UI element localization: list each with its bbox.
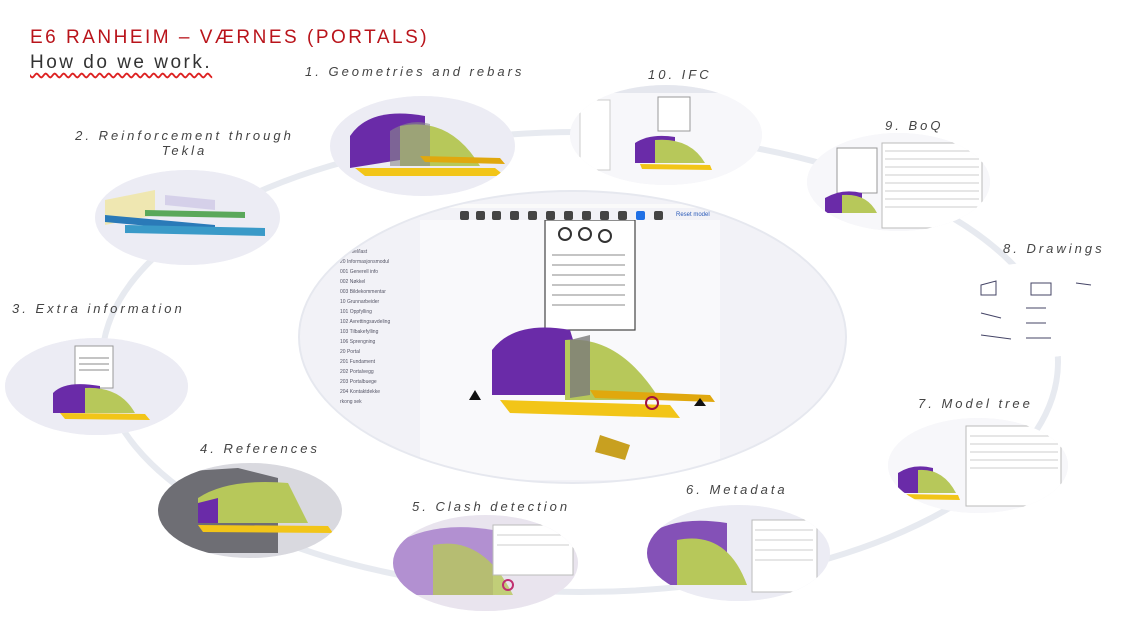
clash-detection-thumbnail[interactable] [393,515,578,611]
tree-item[interactable]: 001 Generell info [340,269,379,275]
tree-item[interactable]: 106 Sprengning [340,339,376,345]
tree-item[interactable]: rkong sek [340,399,362,405]
clash-model-icon [393,515,578,611]
reference-model-icon [158,463,342,558]
model-tree-thumbnail[interactable] [888,418,1068,513]
portal-3d-model [420,220,720,480]
tree-item[interactable]: 102 Avrettingsavdeling [340,319,391,325]
properties-tool-icon[interactable] [600,211,609,220]
geometries-thumbnail[interactable] [330,96,515,196]
tree-item[interactable]: 201 Fundament [340,359,376,365]
references-thumbnail[interactable] [158,463,342,558]
reset-model-button[interactable]: Reset model [676,212,710,218]
viewer-toolbar [300,204,845,208]
info-tool-icon[interactable] [636,211,645,220]
tree-item[interactable]: 10 Grunnarbeider [340,299,380,305]
ifc-viewer-icon [570,85,762,185]
model-tree-panel: 0 Varsel/last 20 Informasjonsmodul 001 G… [340,247,412,407]
model-tree-icon [888,418,1068,513]
portal-model-icon [330,96,515,196]
cut-tool-icon[interactable] [528,211,537,220]
markup-tool-icon[interactable] [618,211,627,220]
tree-item[interactable]: 103 Tilbakefylling [340,329,379,335]
step-label-4: 4. References [200,441,320,456]
metadata-panel-icon [647,505,830,601]
step-label-7: 7. Model tree [918,396,1033,411]
rebar-model-icon [95,170,280,265]
boq-table-icon [807,133,990,231]
section-tool-icon[interactable] [492,211,501,220]
extra-information-thumbnail[interactable] [5,338,188,435]
visibility-tool-icon[interactable] [564,211,573,220]
page-title: E6 RANHEIM – VÆRNES (PORTALS) [30,27,430,48]
step-label-6: 6. Metadata [686,482,788,497]
step-label-2: 2. Reinforcement through Tekla [75,128,294,158]
tree-item[interactable]: 204 Kontaktdekke [340,389,381,395]
tree-item[interactable]: 101 Oppfylling [340,309,372,315]
drawings-sheet-icon [941,263,1126,358]
main-model-viewer[interactable]: Reset model 0 Varsel/last 20 Informasjon… [298,190,847,484]
model-with-info-icon [5,338,188,435]
step-label-1: 1. Geometries and rebars [305,64,525,79]
boq-thumbnail[interactable] [807,133,990,231]
tree-item[interactable]: 002 Nøkkel [340,279,366,285]
ifc-thumbnail[interactable] [570,85,762,185]
step-label-3: 3. Extra information [12,301,185,316]
select-tool-icon[interactable] [460,211,469,220]
tree-item[interactable]: 203 Portalbuege [340,379,377,385]
reinforcement-thumbnail[interactable] [95,170,280,265]
layers-tool-icon[interactable] [546,211,555,220]
tree-item[interactable]: 20 Portal [340,349,361,355]
drawings-thumbnail[interactable] [941,263,1126,358]
page-subtitle: How do we work. [30,52,213,73]
orbit-tool-icon[interactable] [510,211,519,220]
tree-item[interactable]: 0 Varsel/last [340,249,368,255]
step-label-8: 8. Drawings [1003,241,1105,256]
metadata-thumbnail[interactable] [647,505,830,601]
tree-item[interactable]: 202 Portalvegg [340,369,374,375]
link-tool-icon[interactable] [654,211,663,220]
step-label-5: 5. Clash detection [412,499,571,514]
hide-tool-icon[interactable] [582,211,591,220]
step-label-10: 10. IFC [648,67,712,82]
measure-tool-icon[interactable] [476,211,485,220]
tree-item[interactable]: 003 Bildekommentar [340,289,386,295]
step-label-9: 9. BoQ [885,118,944,133]
tree-item[interactable]: 20 Informasjonsmodul [340,259,390,265]
